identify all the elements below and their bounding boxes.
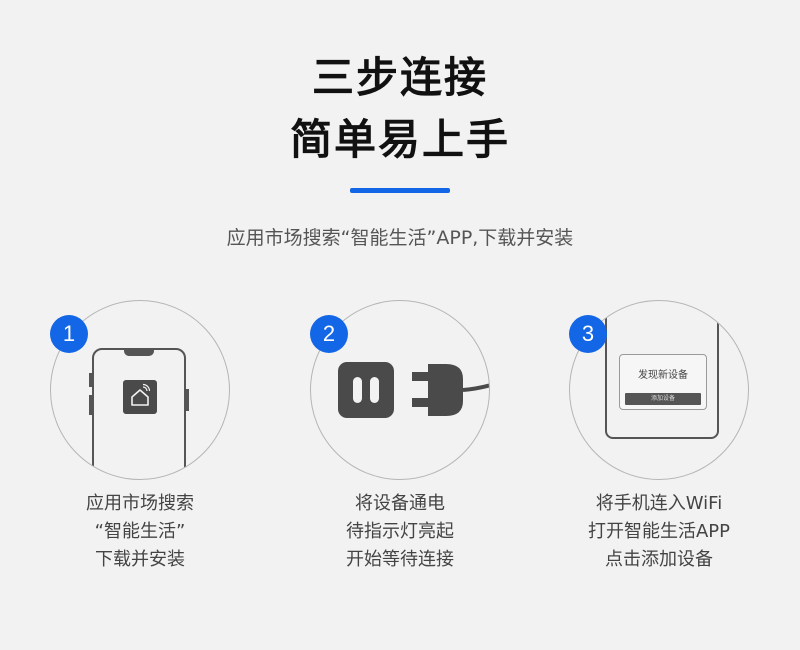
add-device-button: 添加设备 [625, 393, 701, 405]
step-2-badge: 2 [310, 315, 348, 353]
phone-icon [92, 348, 186, 479]
step-2-illustration [310, 300, 490, 480]
step-3-line-2: 打开智能生活APP [587, 521, 731, 542]
subtitle: 应用市场搜索“智能生活”APP,下载并安装 [226, 227, 574, 249]
smart-life-app-icon [123, 380, 157, 414]
step-3-caption: 将手机连入WiFi 打开智能生活APP 点击添加设备 [529, 490, 789, 574]
step-2-caption: 将设备通电 待指示灯亮起 开始等待连接 [270, 490, 530, 574]
step-2-line-2: 待指示灯亮起 [346, 521, 454, 542]
step-1-line-3: 下载并安装 [95, 549, 185, 570]
phone-notch [124, 348, 154, 356]
step-1-badge: 1 [50, 315, 88, 353]
phone-screen-icon: 发现新设备 添加设备 [605, 301, 719, 439]
step-2-line-1: 将设备通电 [355, 493, 445, 514]
step-2-line-3: 开始等待连接 [346, 549, 454, 570]
new-device-dialog: 发现新设备 添加设备 [619, 354, 707, 410]
step-1-line-1: 应用市场搜索 [86, 493, 194, 514]
accent-divider [350, 188, 450, 193]
step-1-line-2: “智能生活” [94, 521, 186, 542]
step-3-badge: 3 [569, 315, 607, 353]
dialog-title: 发现新设备 [638, 370, 688, 381]
title-line-2: 简单易上手 [289, 115, 510, 164]
step-1-caption: 应用市场搜索 “智能生活” 下载并安装 [10, 490, 270, 574]
plug-and-socket-icon [338, 362, 489, 418]
title-line-1: 三步连接 [311, 53, 488, 102]
step-3-line-3: 点击添加设备 [605, 549, 713, 570]
step-3-line-1: 将手机连入WiFi [595, 493, 723, 514]
